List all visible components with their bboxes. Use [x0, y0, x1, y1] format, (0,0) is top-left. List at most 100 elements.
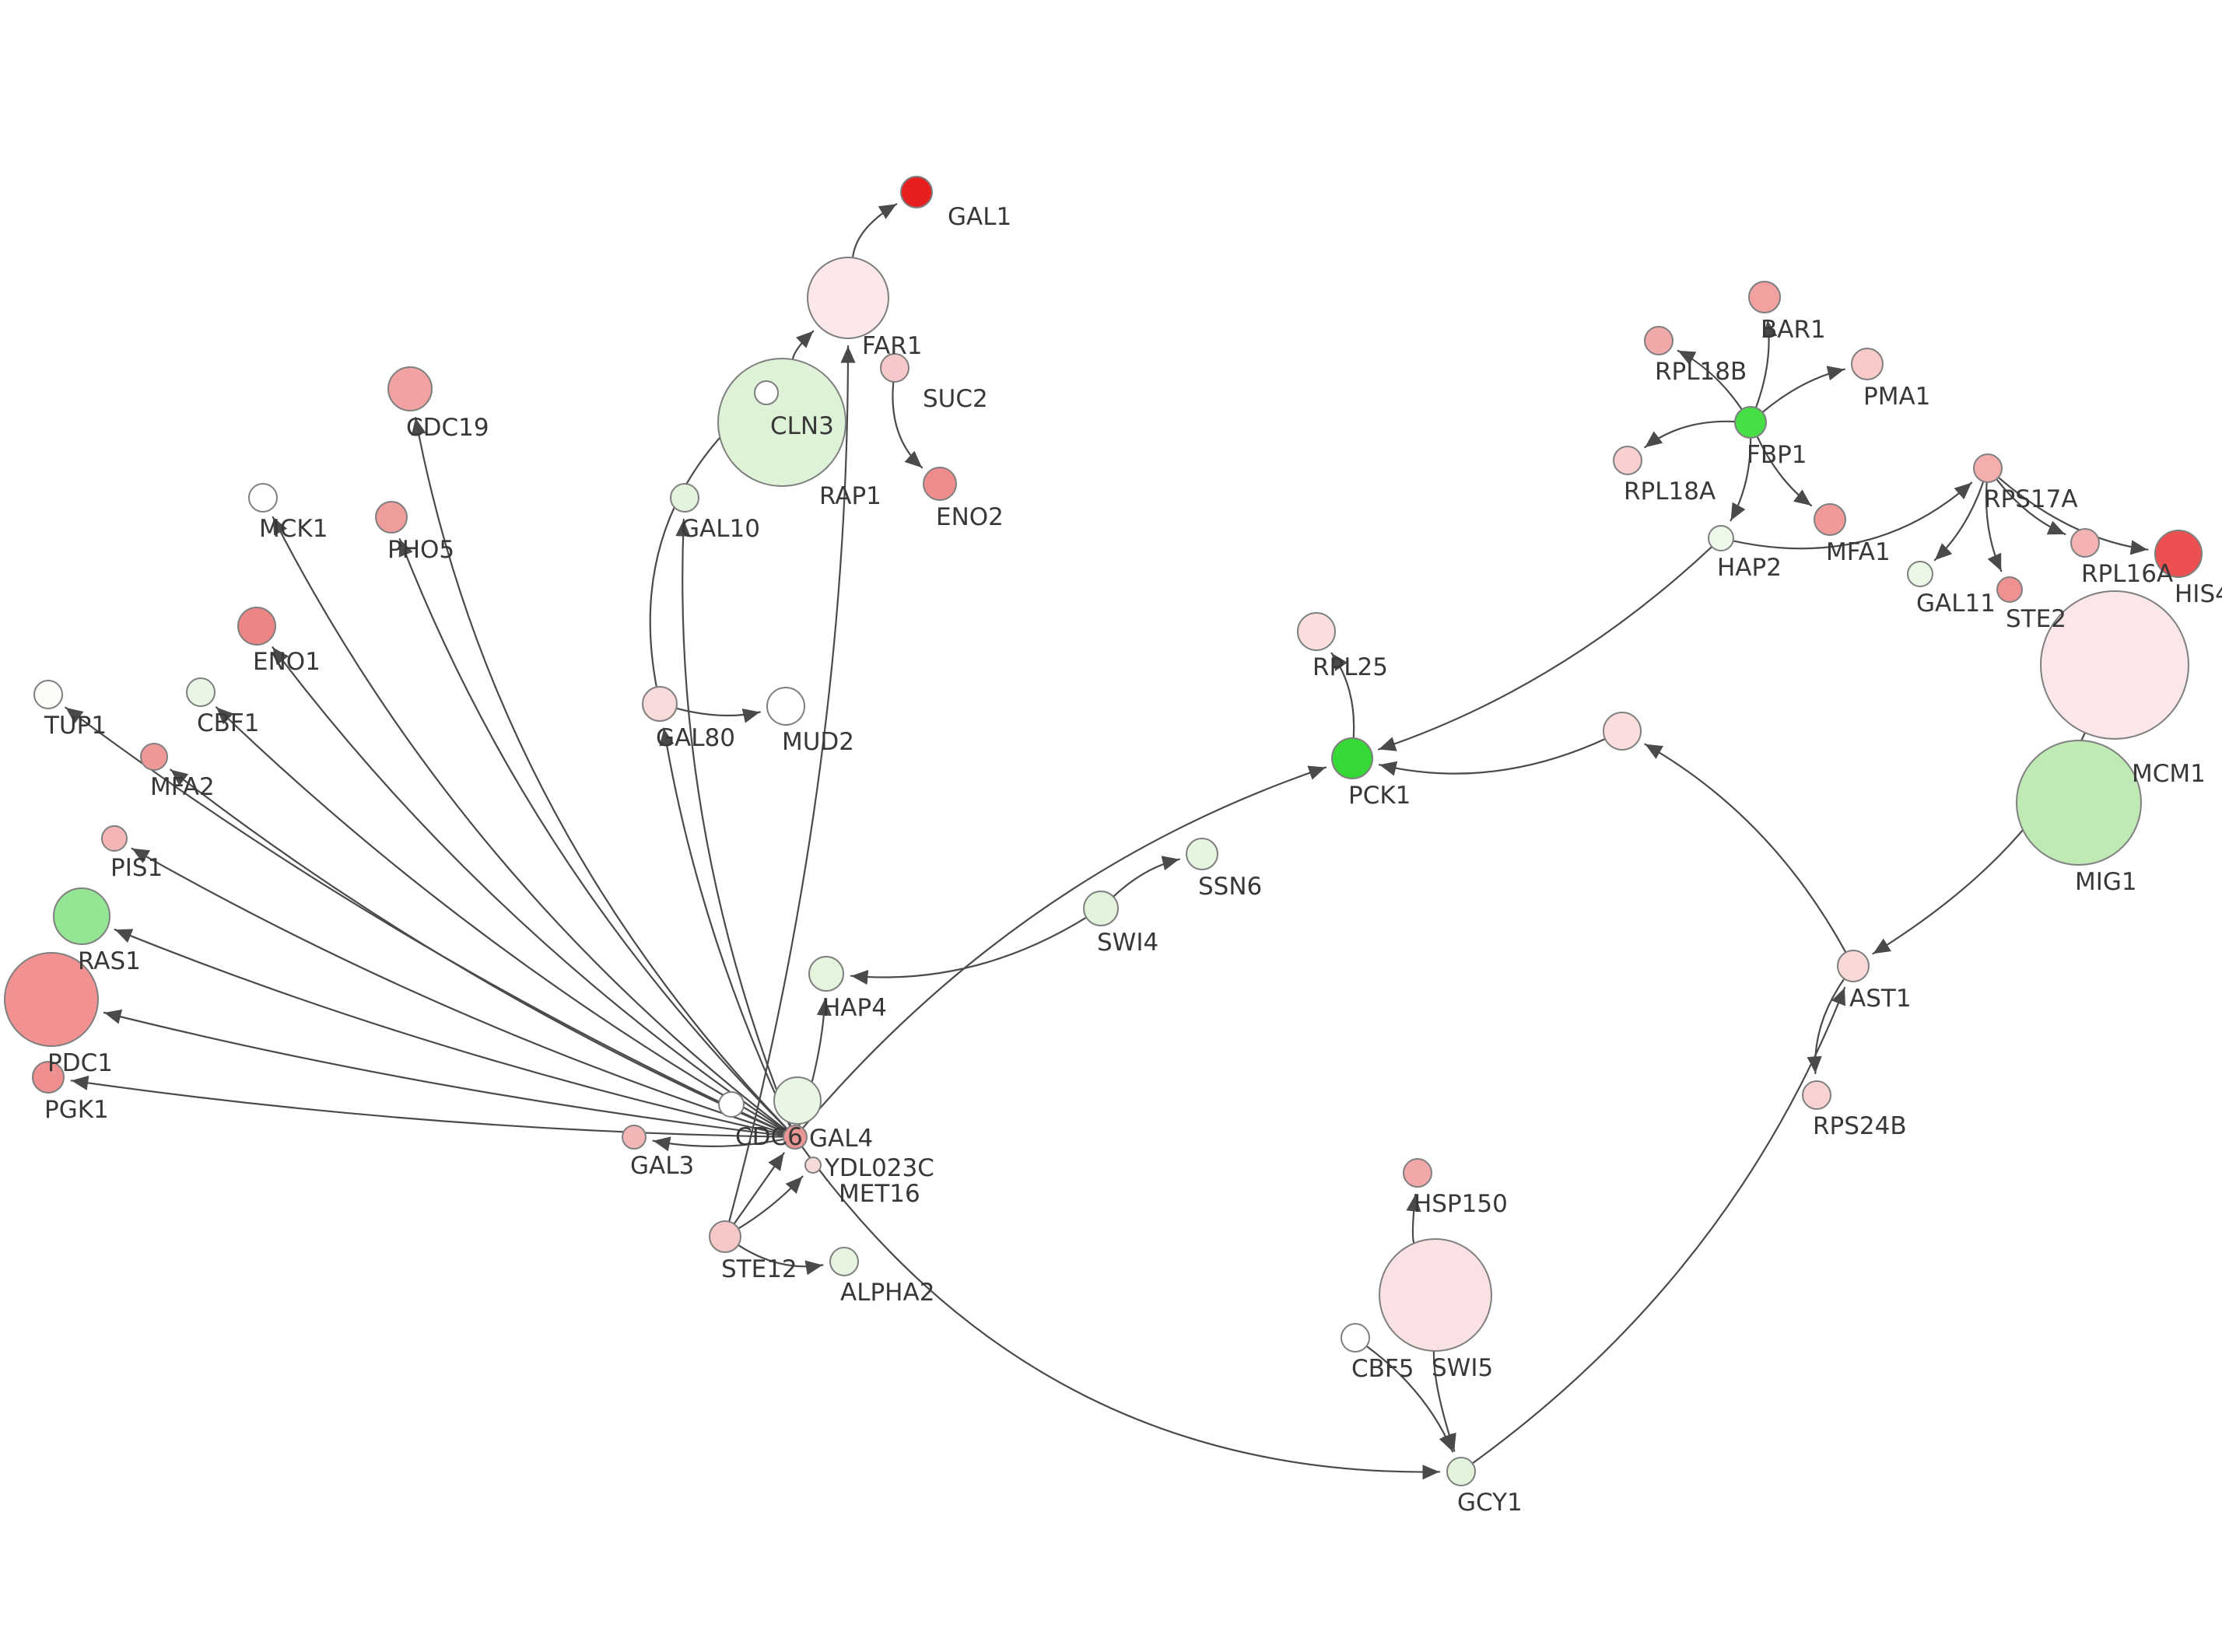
node-MFA2[interactable]: [140, 743, 168, 771]
edge-SWI5-GCY1[interactable]: [1432, 1349, 1456, 1452]
node-GAL4[interactable]: [783, 1125, 808, 1150]
edge-GAL4-PIS1[interactable]: [131, 847, 785, 1135]
node-PMA1[interactable]: [1851, 348, 1884, 380]
node-MIG1[interactable]: [2016, 740, 2142, 866]
edge-RPS17A-HIS4[interactable]: [1997, 476, 2149, 555]
node-YDL023C[interactable]: [773, 1076, 822, 1125]
edge-UNLABELED-PCK1[interactable]: [1378, 737, 1607, 776]
edge-GAL80-MUD2[interactable]: [675, 707, 761, 723]
node-MUD2[interactable]: [766, 687, 805, 726]
node-RPL25[interactable]: [1297, 612, 1336, 651]
edge-GAL4-GCY1[interactable]: [801, 1146, 1441, 1480]
node-RPL18B[interactable]: [1644, 326, 1674, 355]
edge-STE12-ALPHA2[interactable]: [737, 1244, 824, 1276]
node-label-SSN6: SSN6: [1198, 873, 1262, 901]
edge-GAL4-CDC19[interactable]: [411, 417, 788, 1130]
edge-GAL4-PDC1[interactable]: [103, 1009, 785, 1137]
node-SSN6[interactable]: [1186, 838, 1218, 870]
edge-STE12-FAR1[interactable]: [728, 345, 856, 1223]
edge-PCK1-RPL25[interactable]: [1330, 652, 1355, 740]
node-GAL10[interactable]: [670, 483, 699, 513]
edge-SWI5-HSP150[interactable]: [1406, 1193, 1421, 1244]
node-HAP4[interactable]: [808, 956, 844, 992]
edge-GAL4-MFA2[interactable]: [170, 768, 786, 1134]
node-ENO1[interactable]: [237, 607, 276, 646]
node-RPL16A[interactable]: [2070, 528, 2100, 558]
node-GAL1[interactable]: [900, 176, 933, 208]
edge-GAL4-PGK1[interactable]: [70, 1075, 785, 1138]
node-GAL80[interactable]: [642, 686, 678, 722]
node-TUP1[interactable]: [33, 680, 63, 709]
edge-HAP2-RPS17A[interactable]: [1732, 481, 1973, 550]
node-CDC19[interactable]: [387, 366, 433, 411]
node-RPS24B[interactable]: [1802, 1080, 1831, 1110]
node-SWI4[interactable]: [1083, 891, 1119, 926]
node-SUC2[interactable]: [880, 353, 909, 383]
edge-SWI4-HAP4[interactable]: [850, 916, 1088, 985]
edge-FBP1-PMA1[interactable]: [1761, 366, 1845, 414]
node-HIS4[interactable]: [2154, 530, 2203, 578]
edge-STE12-MET16[interactable]: [738, 1175, 804, 1230]
edge-GAL4-GAL3[interactable]: [652, 1136, 785, 1152]
edge-GAL4-PCK1[interactable]: [801, 765, 1327, 1129]
node-PHO5[interactable]: [375, 501, 408, 534]
node-ENO2[interactable]: [923, 467, 957, 501]
node-MCM1[interactable]: [2040, 590, 2189, 740]
edge-GAL4-RAS1[interactable]: [114, 929, 785, 1136]
node-GAL3[interactable]: [622, 1125, 647, 1150]
node-HSP150[interactable]: [1403, 1158, 1432, 1188]
edge-FBP1-RPL18A[interactable]: [1644, 420, 1737, 449]
node-RAP1[interactable]: [754, 380, 779, 405]
edge-STE12-GAL4[interactable]: [733, 1152, 785, 1225]
edge-RPS17A-STE2[interactable]: [1985, 481, 2003, 572]
node-BAR1[interactable]: [1748, 281, 1781, 313]
node-CBF5[interactable]: [1341, 1323, 1370, 1353]
node-STE12[interactable]: [709, 1220, 741, 1253]
edge-FBP1-BAR1[interactable]: [1754, 319, 1778, 409]
node-GCY1[interactable]: [1446, 1457, 1476, 1486]
edge-GAL4-ENO1[interactable]: [272, 646, 787, 1132]
edge-GAL4-PHO5[interactable]: [398, 537, 788, 1130]
node-SWI5[interactable]: [1379, 1238, 1492, 1352]
edge-GAL4-CBF1[interactable]: [216, 706, 787, 1132]
edge-GAL4-GAL10[interactable]: [675, 518, 792, 1128]
node-CLN3[interactable]: [717, 358, 846, 487]
node-GAL11[interactable]: [1907, 561, 1933, 587]
edge-AST1-UNLABELED[interactable]: [1644, 743, 1847, 954]
node-FAR1[interactable]: [807, 257, 889, 339]
node-CBF1[interactable]: [186, 677, 216, 707]
edge-SWI4-SSN6[interactable]: [1112, 856, 1180, 898]
node-STE2[interactable]: [1996, 576, 2023, 603]
edge-CBF5-GCY1[interactable]: [1365, 1345, 1454, 1453]
node-PCK1[interactable]: [1331, 737, 1373, 779]
node-PGK1[interactable]: [32, 1061, 65, 1094]
edge-GCY1-AST1[interactable]: [1471, 986, 1846, 1465]
node-RPS17A[interactable]: [1973, 453, 2003, 483]
edge-GAL4-MCK1[interactable]: [272, 516, 787, 1131]
node-MFA1[interactable]: [1814, 503, 1846, 536]
node-RAS1[interactable]: [53, 887, 110, 945]
node-UNLABELED[interactable]: [1603, 712, 1642, 751]
node-ALPHA2[interactable]: [829, 1247, 859, 1276]
node-MET16[interactable]: [804, 1157, 822, 1174]
node-PIS1[interactable]: [101, 825, 128, 852]
edge-CLN3-FAR1[interactable]: [791, 330, 815, 361]
edge-FBP1-MFA1[interactable]: [1756, 436, 1813, 507]
edge-RPS17A-RPL16A[interactable]: [1996, 478, 2066, 535]
node-CDC6[interactable]: [718, 1091, 745, 1118]
edge-SUC2-ENO2[interactable]: [892, 380, 923, 469]
node-FBP1[interactable]: [1734, 406, 1767, 439]
node-RPL18A[interactable]: [1613, 446, 1642, 475]
edge-FBP1-RPL18B[interactable]: [1677, 349, 1743, 411]
node-PDC1[interactable]: [4, 952, 99, 1047]
edge-HAP2-PCK1[interactable]: [1378, 545, 1713, 751]
node-AST1[interactable]: [1837, 950, 1870, 982]
edge-FBP1-HAP2[interactable]: [1730, 436, 1752, 522]
node-MCK1[interactable]: [248, 483, 278, 513]
edge-RPS17A-GAL11[interactable]: [1933, 481, 1985, 562]
edge-FAR1-GAL1[interactable]: [851, 203, 898, 259]
node-HAP2[interactable]: [1708, 525, 1734, 551]
edge-AST1-RPS24B[interactable]: [1807, 978, 1845, 1075]
node-label-HAP2: HAP2: [1717, 554, 1782, 582]
